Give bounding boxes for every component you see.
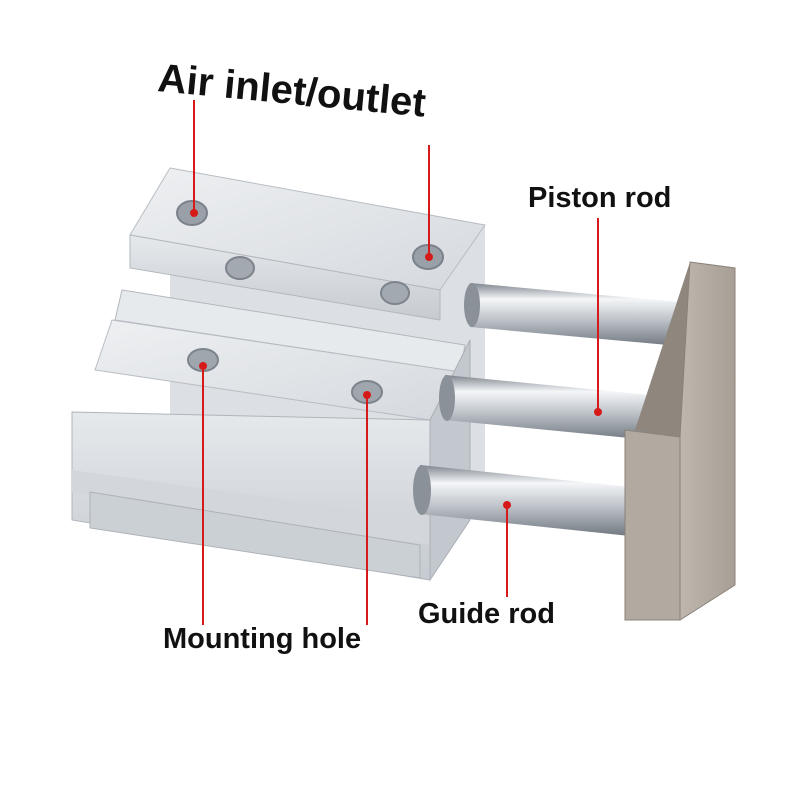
pointer-dot — [594, 408, 602, 416]
rod-end — [464, 283, 480, 327]
pointer-dot — [425, 253, 433, 261]
pointer-dot — [199, 362, 207, 370]
body-holes — [176, 200, 444, 404]
rods — [413, 283, 690, 537]
body-hole — [225, 256, 255, 280]
body-hole — [380, 281, 410, 305]
piston-rod — [445, 375, 660, 441]
cylinder-body — [71, 167, 486, 582]
pointer-dot — [363, 391, 371, 399]
rod-end — [413, 465, 431, 515]
body-upper-step — [129, 234, 441, 321]
end-plate-front — [624, 429, 681, 621]
guide-rod-label: Guide rod — [418, 598, 555, 630]
guide-rod-lower — [420, 465, 640, 537]
body-lower-rib — [72, 470, 430, 545]
pointer-dot — [190, 209, 198, 217]
guide-rod-upper — [470, 283, 690, 347]
body-bottom-base — [89, 491, 421, 579]
pointer-dot — [503, 501, 511, 509]
end-plate — [624, 261, 736, 621]
mounting-hole-label: Mounting hole — [163, 623, 362, 655]
piston-rod-label: Piston rod — [528, 182, 672, 214]
pointers — [190, 100, 602, 625]
rod-end — [439, 375, 455, 421]
